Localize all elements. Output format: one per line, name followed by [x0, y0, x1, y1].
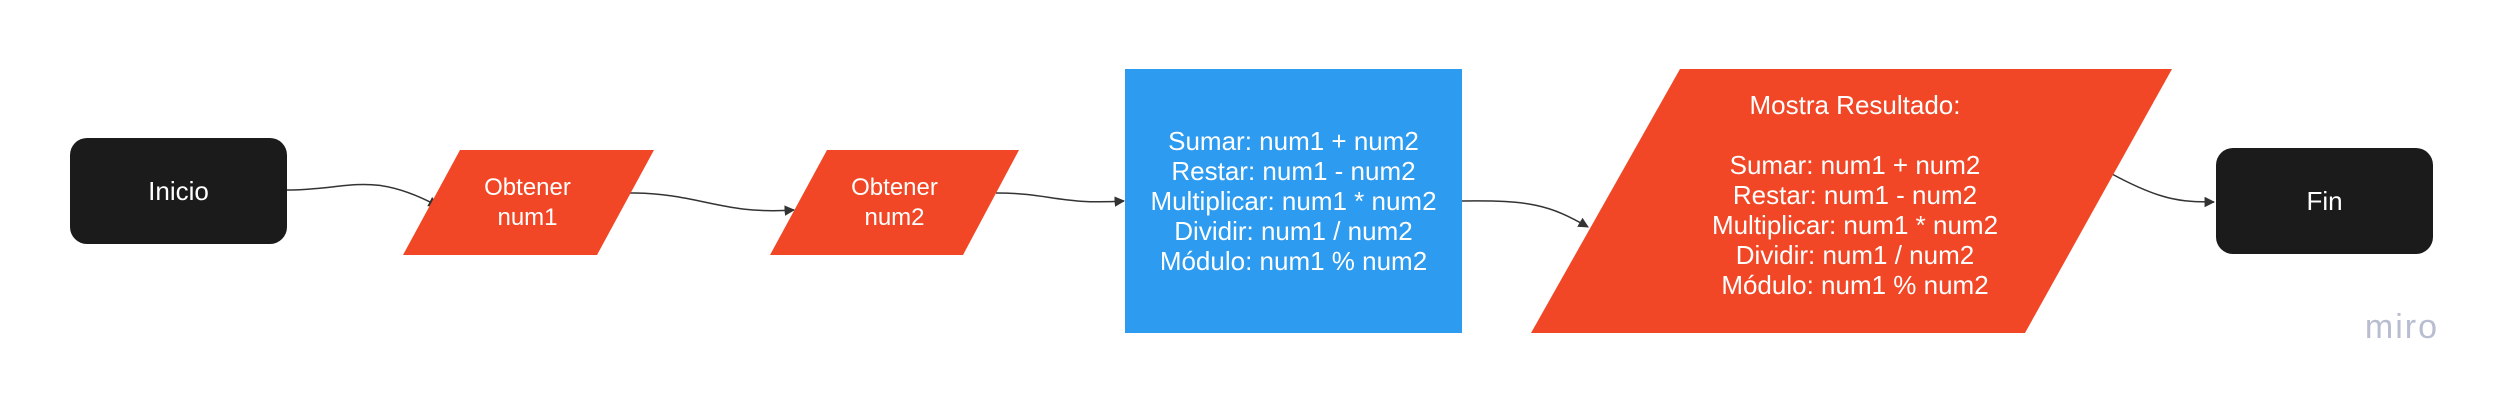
end-node-label: Fin — [2216, 148, 2433, 254]
connector-start-to-input1[interactable] — [286, 183, 439, 207]
input2-node-label: Obtener num2 — [797, 150, 992, 255]
output-node-label: Mostra Resultado: Sumar: num1 + num2 Res… — [1620, 90, 2090, 312]
input2-parallelogram-node[interactable] — [770, 150, 1019, 255]
output-title: Mostra Resultado: — [1749, 90, 1961, 120]
output-line-modulo: Módulo: num1 % num2 — [1721, 270, 1989, 300]
end-terminal-node[interactable] — [2216, 148, 2433, 254]
input2-line-1: Obtener — [851, 173, 938, 201]
process-box-node[interactable] — [1125, 69, 1462, 333]
input1-line-2: num1 — [497, 203, 558, 231]
input1-node-label: Obtener num1 — [430, 150, 625, 255]
connector-output-to-end[interactable] — [2111, 173, 2216, 208]
process-line-modulo: Módulo: num1 % num2 — [1159, 246, 1428, 276]
process-line-dividir: Dividir: num1 / num2 — [1174, 216, 1413, 246]
process-node-label: Sumar: num1 + num2 Restar: num1 - num2 M… — [1125, 69, 1462, 333]
output-line-multiplicar: Multiplicar: num1 * num2 — [1711, 210, 1999, 240]
input1-line-1: Obtener — [484, 173, 571, 201]
input2-line-2: num2 — [864, 203, 925, 231]
connector-process-to-output[interactable] — [1461, 200, 1589, 228]
connector-input1-to-input2[interactable] — [629, 192, 796, 216]
output-spacer — [1712, 120, 1998, 150]
output-line-dividir: Dividir: num1 / num2 — [1735, 240, 1975, 270]
output-parallelogram-node[interactable] — [1531, 69, 2172, 333]
end-text: Fin — [2306, 185, 2343, 216]
output-line-restar: Restar: num1 - num2 — [1732, 180, 1978, 210]
miro-watermark-logo: miro — [2364, 308, 2439, 346]
start-node-label: Inicio — [70, 138, 287, 244]
input1-parallelogram-node[interactable] — [403, 150, 654, 255]
start-text: Inicio — [148, 175, 209, 206]
process-line-restar: Restar: num1 - num2 — [1171, 156, 1416, 186]
connector-input2-to-process[interactable] — [995, 192, 1126, 207]
process-line-sumar: Sumar: num1 + num2 — [1168, 126, 1419, 156]
start-terminal-node[interactable] — [70, 138, 287, 244]
output-line-sumar: Sumar: num1 + num2 — [1729, 150, 1981, 180]
process-line-multiplicar: Multiplicar: num1 * num2 — [1150, 186, 1437, 216]
